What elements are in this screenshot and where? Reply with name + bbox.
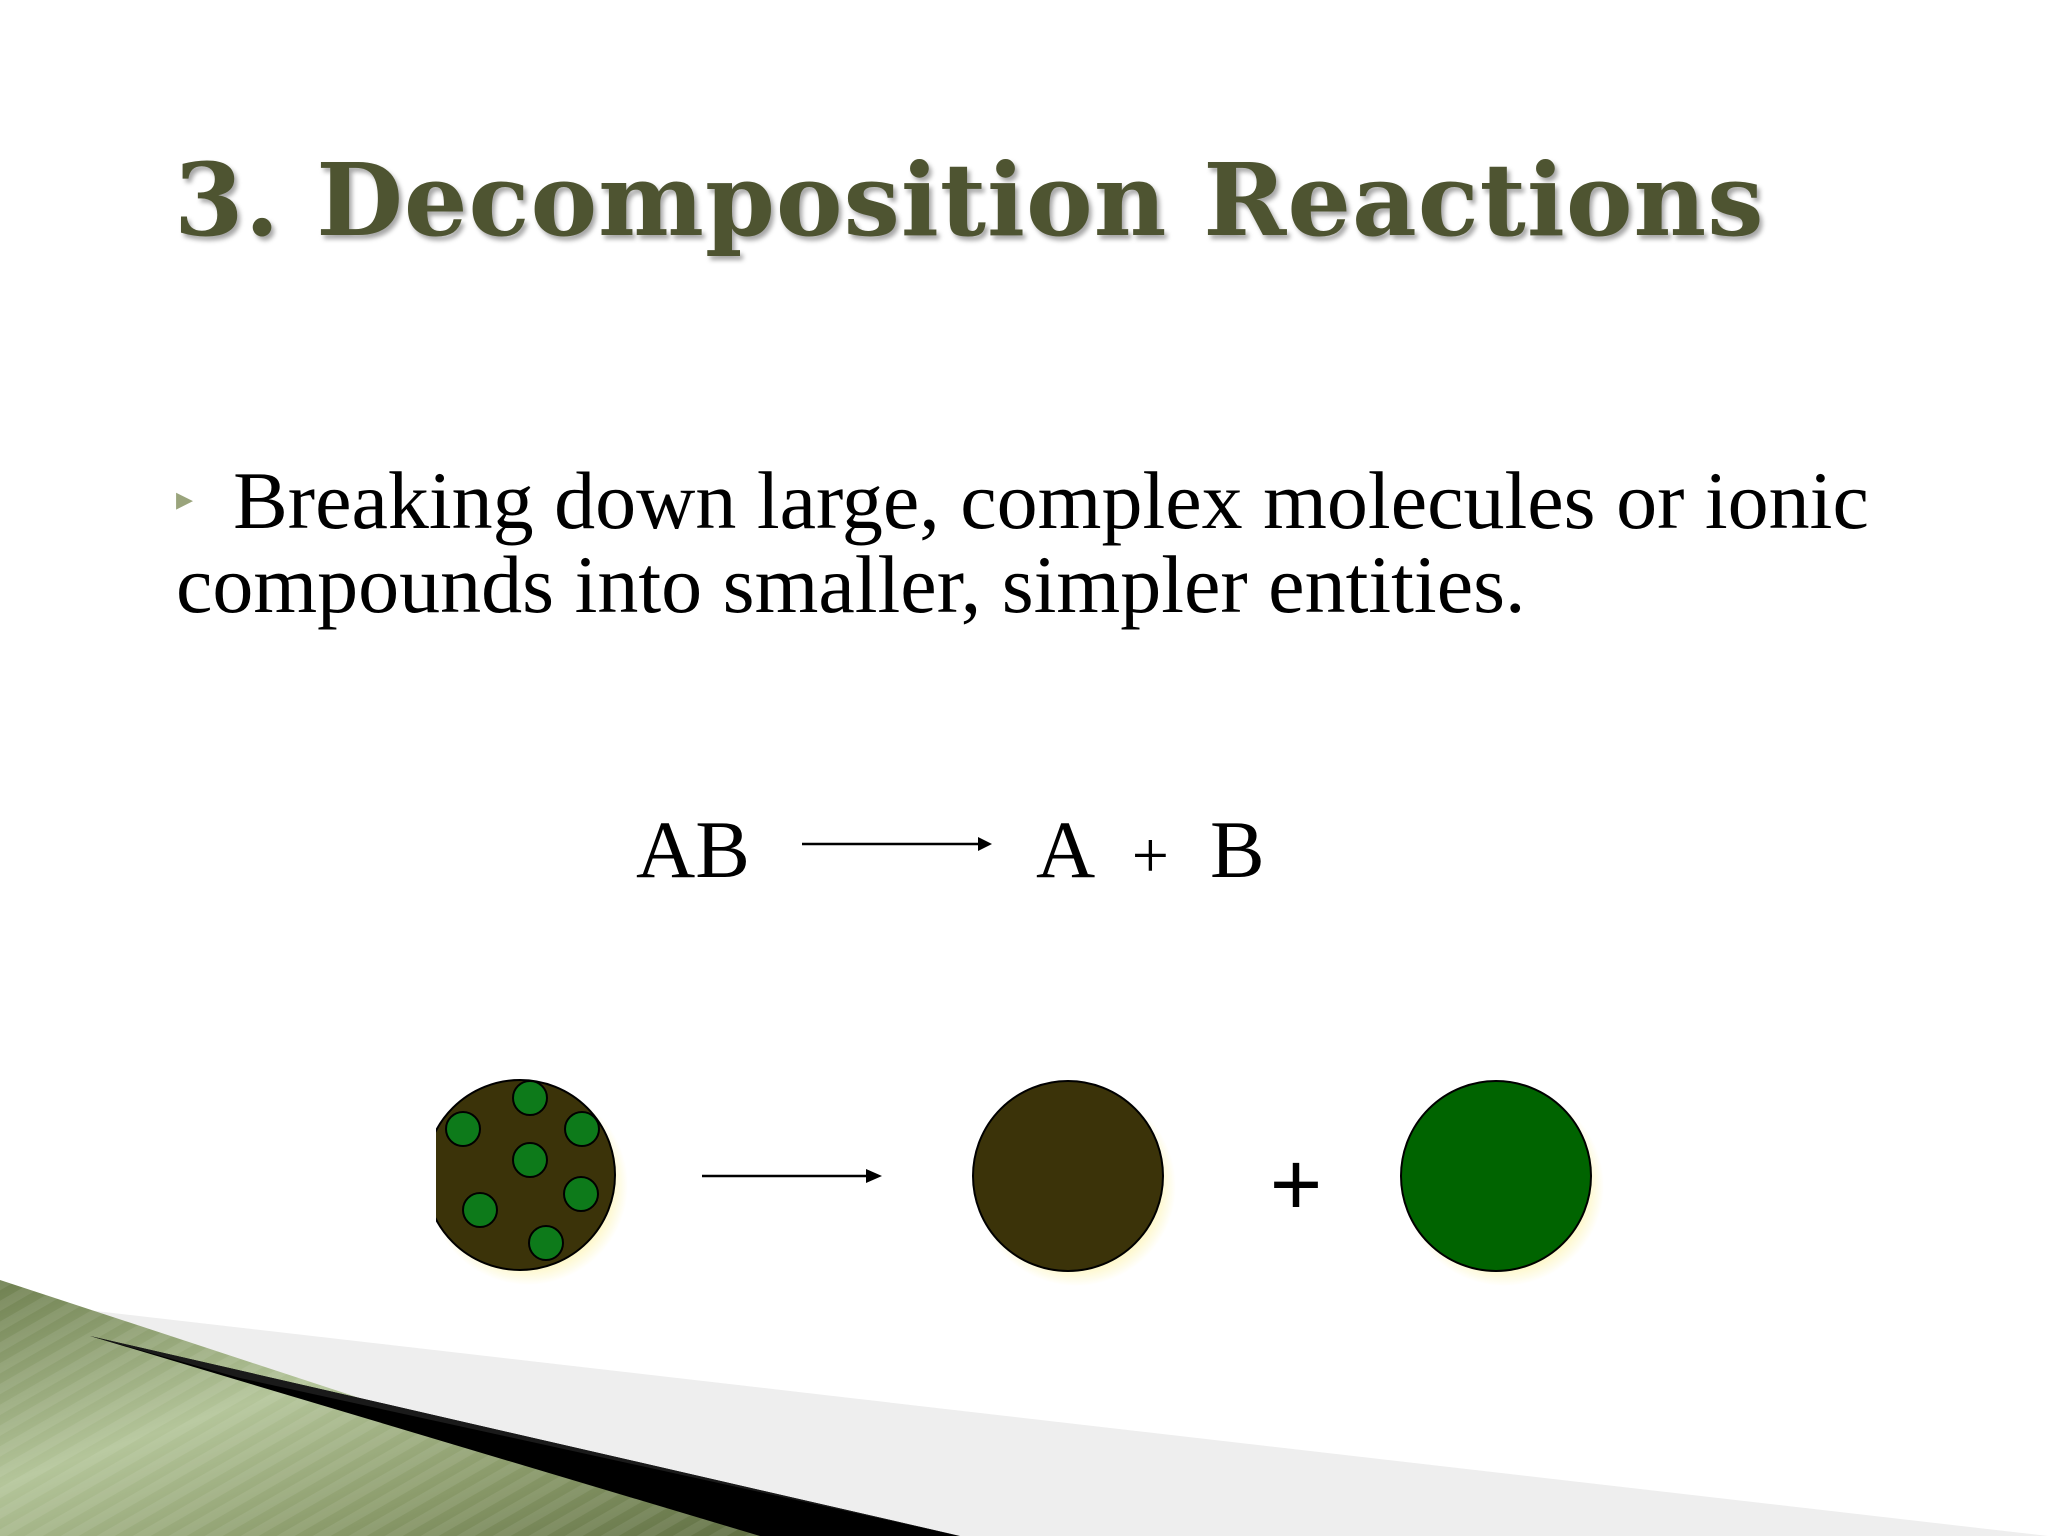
diagram-arrow-icon bbox=[702, 1169, 882, 1183]
atom-dot bbox=[512, 1080, 548, 1116]
bullet-marker-icon: ▸ bbox=[176, 481, 194, 518]
equation-arrow-icon bbox=[802, 837, 992, 851]
equation-product-b: B bbox=[1209, 804, 1265, 895]
atom-dot bbox=[564, 1111, 600, 1147]
decorative-swoosh bbox=[0, 1280, 2048, 1536]
bullet-text: Breaking down large, complex molecules o… bbox=[176, 455, 1869, 630]
compound-molecule-icon bbox=[436, 1079, 628, 1285]
decomposition-diagram: + bbox=[436, 1079, 1604, 1286]
diagram-plus: + bbox=[1270, 1135, 1323, 1235]
element-b-circle-icon bbox=[1400, 1080, 1604, 1286]
equation-plus: + bbox=[1131, 819, 1169, 892]
element-a-circle-icon bbox=[972, 1080, 1176, 1286]
atom-dot bbox=[462, 1192, 498, 1228]
equation-reactant: AB bbox=[636, 804, 750, 895]
atom-dot bbox=[528, 1225, 564, 1261]
atom-dot bbox=[512, 1142, 548, 1178]
bullet-point: ▸Breaking down large, complex molecules … bbox=[176, 458, 1936, 627]
equation-product-a: A bbox=[1036, 804, 1091, 895]
atom-dot bbox=[563, 1176, 599, 1212]
slide-title: 3. Decomposition Reactions bbox=[174, 141, 1765, 259]
equation-products: A + B bbox=[1036, 800, 1265, 906]
reaction-equation: AB A + B bbox=[0, 800, 2048, 900]
atom-dot bbox=[445, 1111, 481, 1147]
